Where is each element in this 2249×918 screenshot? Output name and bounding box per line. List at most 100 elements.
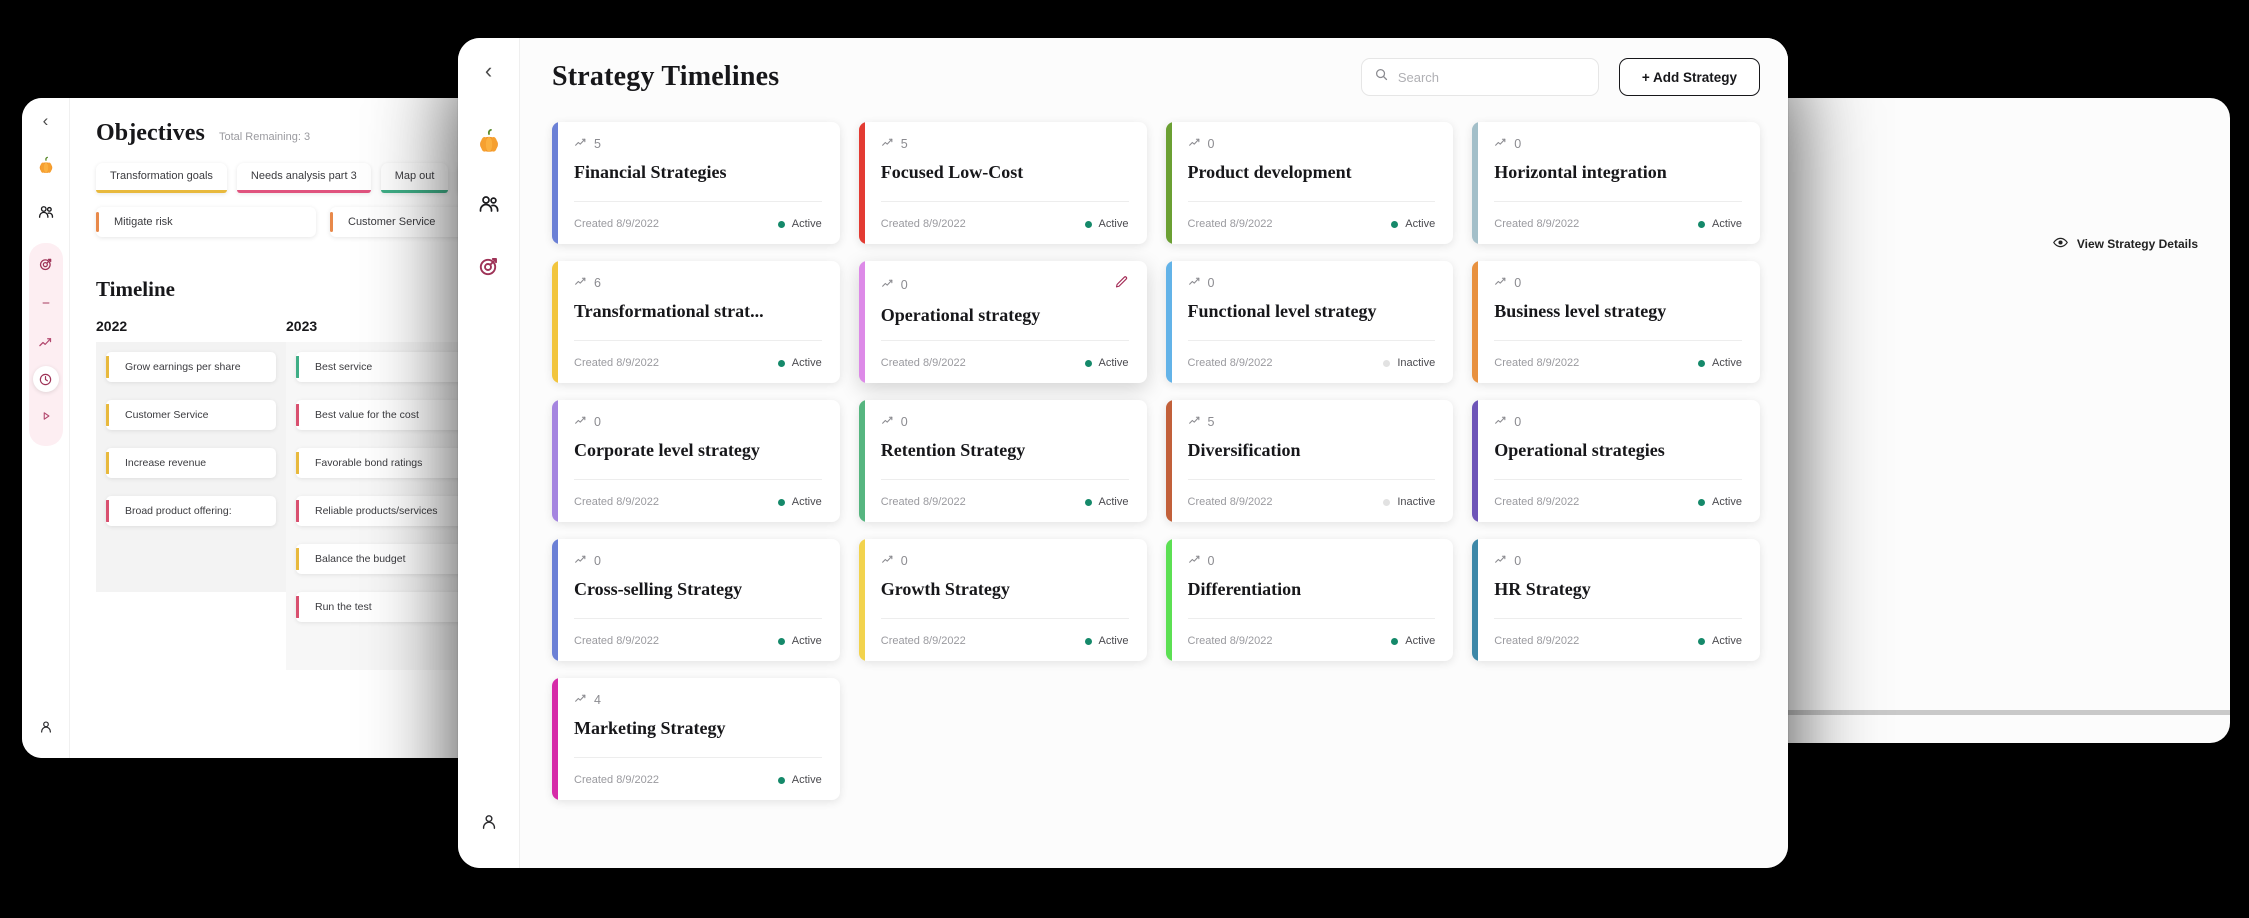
timeline-item[interactable]: Best service — [296, 352, 466, 382]
target-icon[interactable] — [31, 249, 61, 279]
objective-count-value: 0 — [594, 554, 601, 568]
strategy-name: Differentiation — [1187, 579, 1302, 599]
people-icon[interactable] — [31, 197, 61, 227]
people-icon[interactable] — [469, 184, 509, 224]
timeline-item[interactable]: Broad product offering: — [106, 496, 276, 526]
pumpkin-icon[interactable] — [31, 151, 61, 181]
status-badge: Active — [777, 774, 822, 786]
trending-icon[interactable] — [31, 327, 61, 357]
timeline-item[interactable]: Reliable products/services — [296, 496, 466, 526]
status-badge: Inactive — [1383, 496, 1435, 508]
card-top: 0 — [881, 414, 1129, 430]
objective-count: 5 — [574, 136, 601, 152]
eye-icon — [2052, 234, 2069, 254]
objective-tab[interactable]: Map out — [380, 163, 449, 193]
objective-card-label: Customer Service — [348, 216, 436, 228]
objective-count: 0 — [881, 277, 908, 293]
objectives-header: Objectives Total Remaining: 3 — [96, 120, 1522, 147]
pumpkin-icon[interactable] — [469, 122, 509, 162]
collapse-sidebar-button[interactable]: ‹ — [42, 111, 49, 130]
objective-card[interactable]: Mitigate risk — [96, 207, 316, 237]
status-label: Active — [1712, 218, 1742, 230]
card-divider — [1494, 340, 1742, 341]
play-icon[interactable] — [31, 401, 61, 431]
trending-up-icon — [574, 553, 587, 569]
timeline-item[interactable]: Balance the budget — [296, 544, 466, 574]
trending-up-icon — [1494, 414, 1507, 430]
status-label: Active — [791, 357, 822, 369]
strategy-name: Product development — [1187, 162, 1352, 182]
search-input[interactable] — [1397, 69, 1586, 85]
clock-icon[interactable] — [32, 366, 59, 392]
view-strategy-details-button[interactable]: View Strategy Details — [2052, 234, 2198, 254]
strategy-name: Operational strategy — [880, 305, 1041, 325]
timeline-item[interactable]: Increase revenue — [106, 448, 276, 478]
user-icon[interactable] — [31, 712, 61, 742]
card-footer: Created 8/9/2022 Active — [881, 496, 1129, 508]
timeline-item[interactable]: Run the test — [296, 592, 466, 622]
status-badge: Active — [1698, 357, 1742, 369]
search-box[interactable] — [1360, 58, 1599, 96]
objective-count-value: 0 — [900, 554, 908, 568]
front-window-sidebar: ‹ — [458, 38, 520, 868]
timeline-item-label: Grow earnings per share — [125, 361, 241, 373]
strategy-name: Diversification — [1187, 440, 1301, 460]
objective-count: 0 — [881, 553, 908, 569]
status-badge: Active — [1084, 357, 1129, 369]
objective-tab[interactable]: Transformation goals — [96, 163, 227, 193]
user-icon[interactable] — [469, 802, 509, 842]
card-top: 6 — [574, 275, 822, 291]
card-divider — [1494, 618, 1742, 619]
status-dot — [777, 359, 785, 367]
card-top: 0 — [1494, 136, 1742, 152]
timeline-item[interactable]: Favorable bond ratings — [296, 448, 466, 478]
created-date: Created 8/9/2022 — [880, 496, 966, 508]
target-icon[interactable] — [469, 246, 509, 286]
dash-icon[interactable] — [31, 288, 61, 318]
card-top: 5 — [881, 136, 1129, 152]
search-icon — [1374, 67, 1389, 87]
timeline-item[interactable]: Customer Service — [106, 400, 276, 430]
strategy-name: Growth Strategy — [880, 579, 1010, 599]
timeline-item[interactable]: Best value for the cost — [296, 400, 466, 430]
card-divider — [1187, 618, 1436, 619]
trending-up-icon — [881, 277, 894, 293]
status-badge: Active — [1698, 218, 1742, 230]
objective-tab[interactable]: Needs analysis part 3 — [236, 163, 371, 193]
add-strategy-button[interactable]: + Add Strategy — [1618, 58, 1760, 96]
card-top: 0 — [574, 414, 822, 430]
status-label: Active — [1712, 496, 1742, 508]
collapse-sidebar-button[interactable]: ‹ — [484, 58, 493, 83]
created-date: Created 8/9/2022 — [880, 218, 966, 230]
trending-up-icon — [881, 136, 894, 152]
strategy-name: Marketing Strategy — [574, 718, 726, 738]
strategy-name: Horizontal integration — [1494, 162, 1667, 182]
status-label: Active — [1098, 496, 1129, 508]
edit-pencil-icon[interactable] — [1114, 275, 1129, 295]
status-badge: Active — [1698, 635, 1742, 647]
timeline-item[interactable]: Grow earnings per share — [106, 352, 276, 382]
card-top: 0 — [881, 275, 1129, 295]
